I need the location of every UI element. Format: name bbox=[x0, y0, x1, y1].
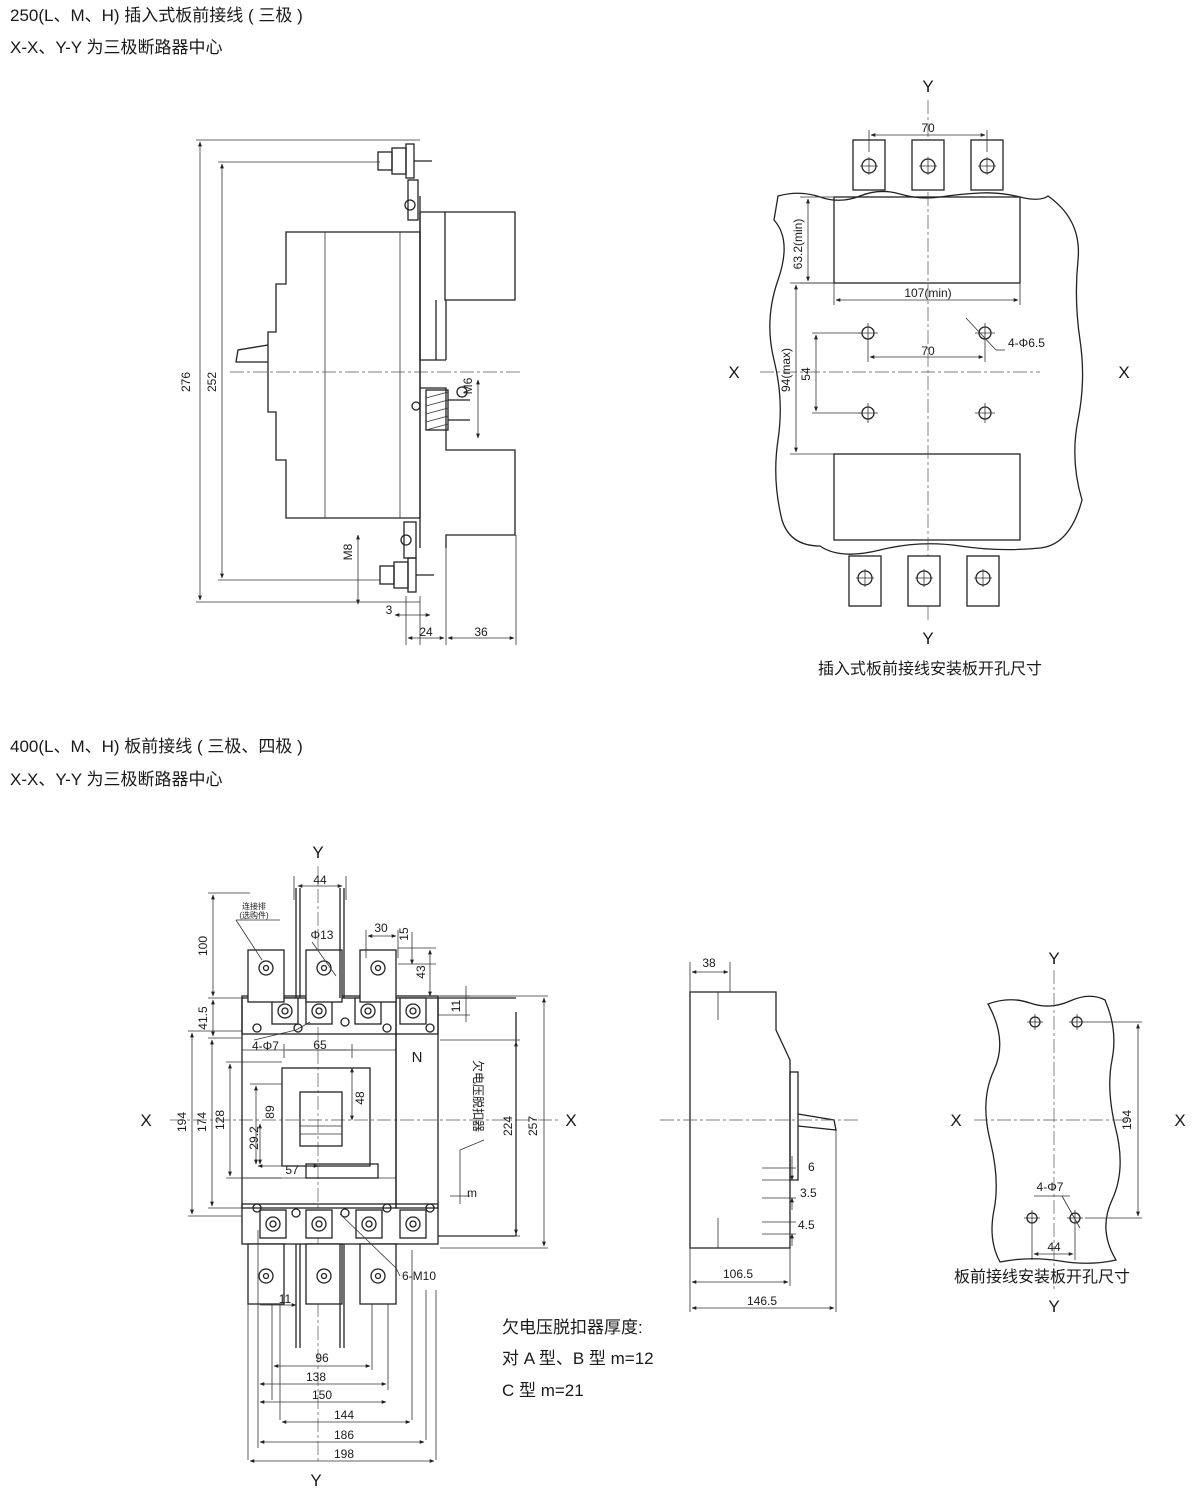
panel-400-cutout bbox=[974, 970, 1142, 1290]
dim-m6: M6 bbox=[461, 377, 475, 394]
label-n: N bbox=[412, 1049, 423, 1066]
dim-65: 65 bbox=[313, 1038, 327, 1052]
panel-250-caption: 插入式板前接线安装板开孔尺寸 bbox=[818, 660, 1042, 678]
breaker-400-front-view bbox=[170, 866, 560, 1463]
dim-29-2: 29.2 bbox=[247, 1126, 261, 1150]
dim-96: 96 bbox=[315, 1351, 329, 1365]
dim-48: 48 bbox=[353, 1091, 367, 1105]
dim-257: 257 bbox=[526, 1116, 540, 1136]
dim-41-5: 41.5 bbox=[196, 1006, 210, 1030]
dim-4-5: 4.5 bbox=[798, 1218, 815, 1232]
dim-m: m bbox=[467, 1186, 477, 1200]
uv-thickness-note-line2: 对 A 型、B 型 m=12 bbox=[502, 1349, 654, 1368]
dim-198: 198 bbox=[334, 1447, 354, 1461]
panel-250-axis-x-left: X bbox=[728, 363, 739, 382]
panel-400-dim-4phi7: 4-Φ7 bbox=[1037, 1180, 1064, 1194]
dim-11-bottom: 11 bbox=[279, 1292, 292, 1306]
panel-400-axis-y-top: Y bbox=[1048, 949, 1059, 968]
dim-276: 276 bbox=[179, 372, 193, 392]
dim-138: 138 bbox=[306, 1370, 326, 1384]
dim-24: 24 bbox=[419, 625, 433, 639]
front-400-axis-x-left: X bbox=[140, 1111, 151, 1130]
panel-250-dim-94: 94(max) bbox=[779, 348, 793, 392]
dim-6m10: 6-M10 bbox=[402, 1269, 436, 1283]
panel-400-axis-y-bottom: Y bbox=[1048, 1297, 1059, 1316]
front-400-axis-y-bottom: Y bbox=[310, 1471, 321, 1490]
front-400-axis-x-right: X bbox=[565, 1111, 576, 1130]
panel-250-axis-y-top: Y bbox=[922, 77, 933, 96]
dim-100: 100 bbox=[196, 936, 210, 956]
panel-250-dim-107: 107(min) bbox=[904, 286, 951, 300]
dim-150: 150 bbox=[312, 1388, 332, 1402]
dim-m8: M8 bbox=[341, 543, 355, 560]
dim-194: 194 bbox=[175, 1112, 189, 1132]
panel-250-dim-54: 54 bbox=[799, 367, 813, 381]
dim-146-5: 146.5 bbox=[747, 1294, 777, 1308]
dim-44: 44 bbox=[313, 873, 327, 887]
dim-57: 57 bbox=[285, 1163, 299, 1177]
dim-89: 89 bbox=[263, 1105, 277, 1119]
panel-250-axis-y-bottom: Y bbox=[922, 629, 933, 648]
panel-250-dim-holes: 4-Φ6.5 bbox=[1008, 336, 1045, 350]
dim-106-5: 106.5 bbox=[723, 1267, 753, 1281]
panel-250-cutout bbox=[760, 100, 1084, 620]
section-400-center-note: X-X、Y-Y 为三极断路器中心 bbox=[10, 770, 223, 789]
dim-224: 224 bbox=[501, 1116, 515, 1136]
panel-400-caption: 板前接线安装板开孔尺寸 bbox=[954, 1268, 1130, 1286]
dim-128: 128 bbox=[213, 1110, 227, 1130]
label-uv-release: 欠电压脱扣器 bbox=[471, 1060, 486, 1132]
front-400-axis-y-top: Y bbox=[312, 843, 323, 862]
label-optional: (选购件) bbox=[239, 910, 269, 920]
section-250-title: 250(L、M、H) 插入式板前接线 ( 三极 ) bbox=[10, 6, 303, 25]
dim-6: 6 bbox=[808, 1160, 815, 1174]
dim-144: 144 bbox=[334, 1408, 354, 1422]
dim-252: 252 bbox=[205, 372, 219, 392]
panel-400-axis-x-right: X bbox=[1174, 1111, 1185, 1130]
dim-15: 15 bbox=[397, 927, 411, 941]
dim-30: 30 bbox=[374, 921, 388, 935]
section-250-center-note: X-X、Y-Y 为三极断路器中心 bbox=[10, 38, 223, 57]
breaker-250-side-view bbox=[196, 139, 520, 645]
dim-36: 36 bbox=[474, 625, 488, 639]
panel-400-dim-44: 44 bbox=[1047, 1240, 1061, 1254]
dim-3-5: 3.5 bbox=[800, 1186, 817, 1200]
uv-thickness-note-line3: C 型 m=21 bbox=[502, 1381, 584, 1400]
panel-250-axis-x-right: X bbox=[1118, 363, 1129, 382]
dim-11-top: 11 bbox=[449, 999, 463, 1012]
panel-400-dim-194: 194 bbox=[1120, 1110, 1134, 1130]
panel-400-axis-x-left: X bbox=[950, 1111, 961, 1130]
dim-43: 43 bbox=[414, 965, 428, 979]
label-connector: 连接排 bbox=[242, 901, 266, 911]
dim-38: 38 bbox=[702, 956, 716, 970]
dim-174: 174 bbox=[195, 1112, 209, 1132]
dim-3: 3 bbox=[386, 603, 393, 617]
panel-250-dim-70-top: 70 bbox=[921, 121, 935, 135]
breaker-400-side-view bbox=[660, 962, 860, 1312]
dim-phi13: Φ13 bbox=[311, 928, 334, 942]
dim-4phi7: 4-Φ7 bbox=[252, 1039, 279, 1053]
panel-250-dim-70-mid: 70 bbox=[921, 344, 935, 358]
section-400-title: 400(L、M、H) 板前接线 ( 三极、四极 ) bbox=[10, 737, 303, 756]
dim-186: 186 bbox=[334, 1428, 354, 1442]
uv-thickness-note-line1: 欠电压脱扣器厚度: bbox=[502, 1318, 643, 1337]
panel-250-dim-63-2: 63.2(min) bbox=[791, 219, 805, 270]
